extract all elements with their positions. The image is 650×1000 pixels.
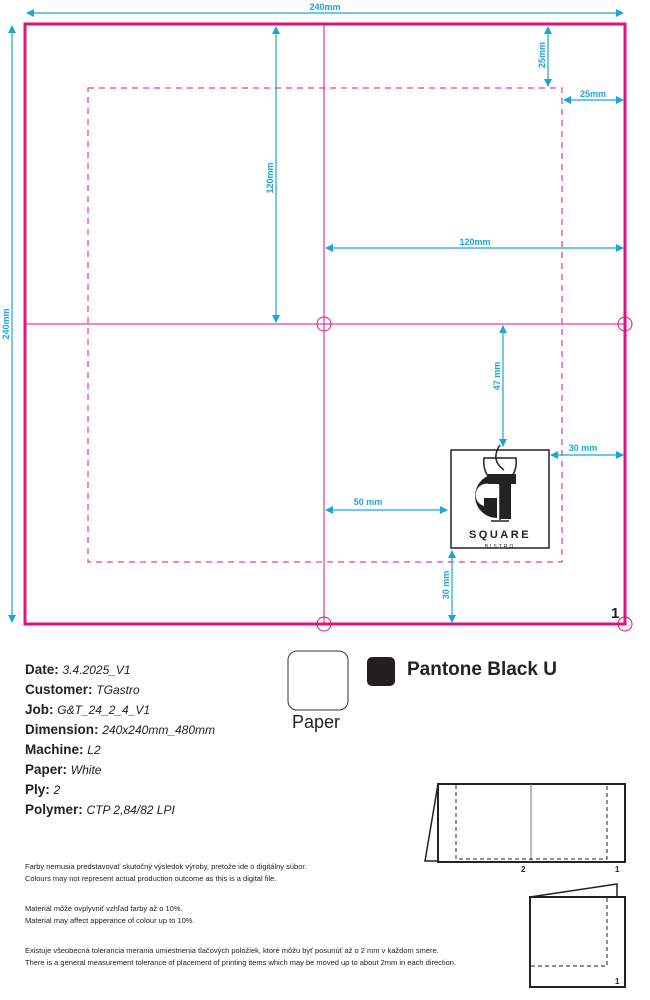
label-logo-top: 47 mm — [492, 362, 502, 391]
info-ply: Ply: 2 — [25, 782, 61, 797]
label-margin-right: 25mm — [580, 89, 606, 99]
info-machine: Machine: L2 — [25, 742, 101, 757]
label-logo-right: 30 mm — [569, 443, 598, 453]
pantone-swatch-label: Pantone Black U — [407, 659, 557, 680]
panel-number: 1 — [611, 605, 619, 622]
cut-line — [23, 22, 627, 626]
label-total-width: 240mm — [309, 2, 340, 12]
logo-g-letter — [475, 474, 497, 518]
label-margin-top: 25mm — [537, 42, 547, 68]
paper-swatch — [287, 650, 349, 711]
label-logo-bottom: 30 mm — [441, 571, 451, 600]
logo-sub: BISTRO — [485, 544, 516, 550]
paper-swatch-label: Paper — [292, 712, 341, 732]
label-half-height: 120mm — [265, 162, 275, 193]
note-colours: Farby nemusia predstavovať skutočný výsl… — [25, 862, 307, 883]
info-dimension: Dimension: 240x240mm_480mm — [25, 722, 216, 737]
fold-diagram-open: 2 1 — [424, 783, 626, 874]
logo-name: SQUARE — [469, 529, 531, 541]
registration-circles — [316, 316, 633, 632]
pantone-swatch — [367, 657, 395, 686]
note-material: Materiál môže ovplyvniť vzhľad farby až … — [25, 904, 195, 925]
label-total-height: 240mm — [1, 308, 11, 339]
label-half-width: 120mm — [459, 237, 490, 247]
info-customer: Customer: TGastro — [25, 682, 140, 697]
fold-panel-2: 2 — [521, 865, 526, 874]
fold-panel-1: 1 — [615, 865, 620, 874]
square-bistro-logo: SQUARE BISTRO — [450, 444, 550, 550]
folded-panel-1: 1 — [615, 977, 620, 986]
safe-area-dashed — [87, 87, 563, 563]
info-date: Date: 3.4.2025_V1 — [25, 662, 131, 677]
note-tolerance: Existuje všeobecná tolerancia merania um… — [25, 946, 457, 967]
wine-glass-icon — [483, 444, 517, 522]
info-paper: Paper: White — [25, 762, 102, 777]
label-logo-left: 50 mm — [354, 497, 383, 507]
job-info: Date: 3.4.2025_V1 Customer: TGastro Job:… — [25, 660, 215, 820]
info-polymer: Polymer: CTP 2,84/82 LPI — [25, 802, 175, 817]
fold-diagram-folded: 1 — [529, 883, 626, 988]
info-job: Job: G&T_24_2_4_V1 — [25, 702, 151, 717]
